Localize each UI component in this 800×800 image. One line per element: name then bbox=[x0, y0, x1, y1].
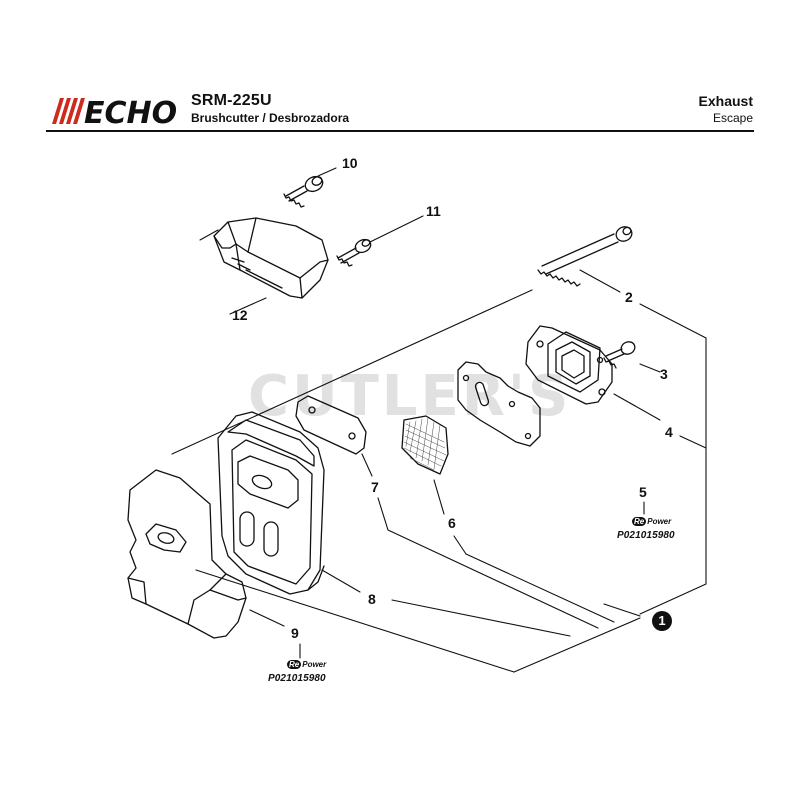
callout-8: 8 bbox=[368, 591, 376, 607]
callout-2: 2 bbox=[625, 289, 633, 305]
part-10-bolt bbox=[283, 175, 324, 208]
callout-3: 3 bbox=[660, 366, 668, 382]
part-5-gasket bbox=[457, 361, 541, 447]
part-2-bolt bbox=[537, 226, 633, 287]
callout-7: 7 bbox=[371, 479, 379, 495]
part-7-gasket bbox=[295, 395, 367, 455]
callout-5: 5 bbox=[639, 484, 647, 500]
callout-9: 9 bbox=[291, 625, 299, 641]
part-number-b: P021015980 bbox=[268, 673, 326, 684]
part-9-bracket bbox=[127, 469, 247, 639]
header-rule bbox=[46, 130, 754, 132]
callout-12: 12 bbox=[232, 307, 248, 323]
repower-re: Re bbox=[287, 660, 302, 669]
part-3-bolt bbox=[603, 341, 636, 369]
header: ECHO SRM-225U Brushcutter / Desbrozadora… bbox=[0, 0, 800, 134]
watermark: CUTLER'S bbox=[248, 364, 572, 429]
part-4-plate bbox=[525, 325, 613, 405]
section-title: Exhaust bbox=[698, 93, 753, 109]
part-number-a: P021015980 bbox=[617, 530, 675, 541]
repower-text: Power bbox=[302, 660, 327, 669]
repower-text: Power bbox=[647, 517, 672, 526]
part-12-cover bbox=[213, 217, 329, 299]
leader-lines bbox=[171, 167, 707, 673]
callout-4: 4 bbox=[665, 424, 673, 440]
svg-text:ECHO: ECHO bbox=[84, 96, 177, 126]
callout-1: 1 bbox=[652, 611, 672, 631]
section-title-es: Escape bbox=[712, 111, 753, 125]
part-8-muffler bbox=[217, 411, 325, 595]
callout-6: 6 bbox=[448, 515, 456, 531]
echo-logo: ECHO bbox=[52, 96, 177, 126]
model-subtitle: Brushcutter / Desbrozadora bbox=[191, 111, 350, 125]
part-6-screen bbox=[401, 415, 449, 475]
part-11-bolt bbox=[336, 238, 372, 267]
model-title: SRM-225U bbox=[191, 92, 272, 109]
callout-11: 11 bbox=[426, 203, 441, 219]
callout-10: 10 bbox=[342, 155, 358, 171]
repower-re: Re bbox=[632, 517, 647, 526]
